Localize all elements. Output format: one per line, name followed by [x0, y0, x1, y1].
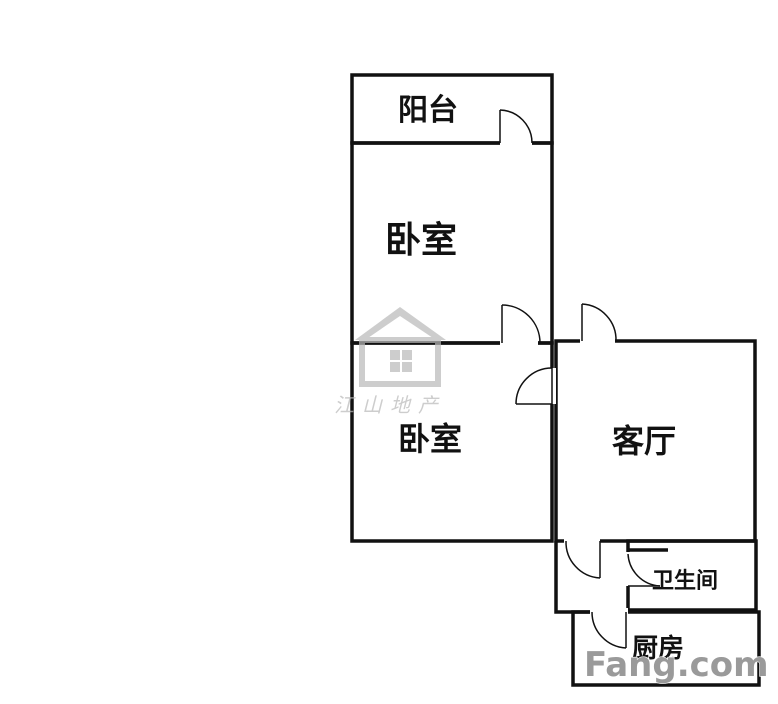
house-logo-icon	[355, 307, 446, 387]
room-label-bathroom: 卫生间	[652, 569, 718, 594]
room-bedroom-upper: 卧室	[350, 141, 554, 345]
door-bedroom-lower	[515, 367, 556, 405]
brand-watermark-text: Fang.com	[584, 645, 769, 685]
room-bedroom-lower: 卧室	[350, 341, 554, 543]
room-label-bedroom-lower: 卧室	[398, 420, 462, 458]
door-living-room	[580, 303, 617, 345]
room-label-living-room: 客厅	[612, 422, 676, 460]
corridor	[554, 541, 620, 614]
room-bathroom: 卫生间	[626, 539, 758, 612]
agency-watermark: 江山地产	[334, 307, 446, 417]
room-label-bedroom-upper: 卧室	[385, 220, 457, 261]
room-kitchen: 厨房	[571, 610, 761, 687]
room-living-room: 客厅	[554, 339, 757, 543]
door-balcony	[499, 109, 533, 147]
room-label-kitchen: 厨房	[632, 634, 684, 664]
door-bathroom	[624, 552, 661, 587]
agency-watermark-text: 江山地产	[334, 393, 446, 417]
brand-watermark: Fang.com	[583, 644, 769, 685]
room-balcony: 阳台	[350, 73, 554, 145]
door-bedroom-upper	[500, 304, 541, 347]
door-corridor	[564, 537, 601, 579]
room-label-balcony: 阳台	[398, 93, 458, 128]
door-kitchen	[590, 608, 628, 649]
